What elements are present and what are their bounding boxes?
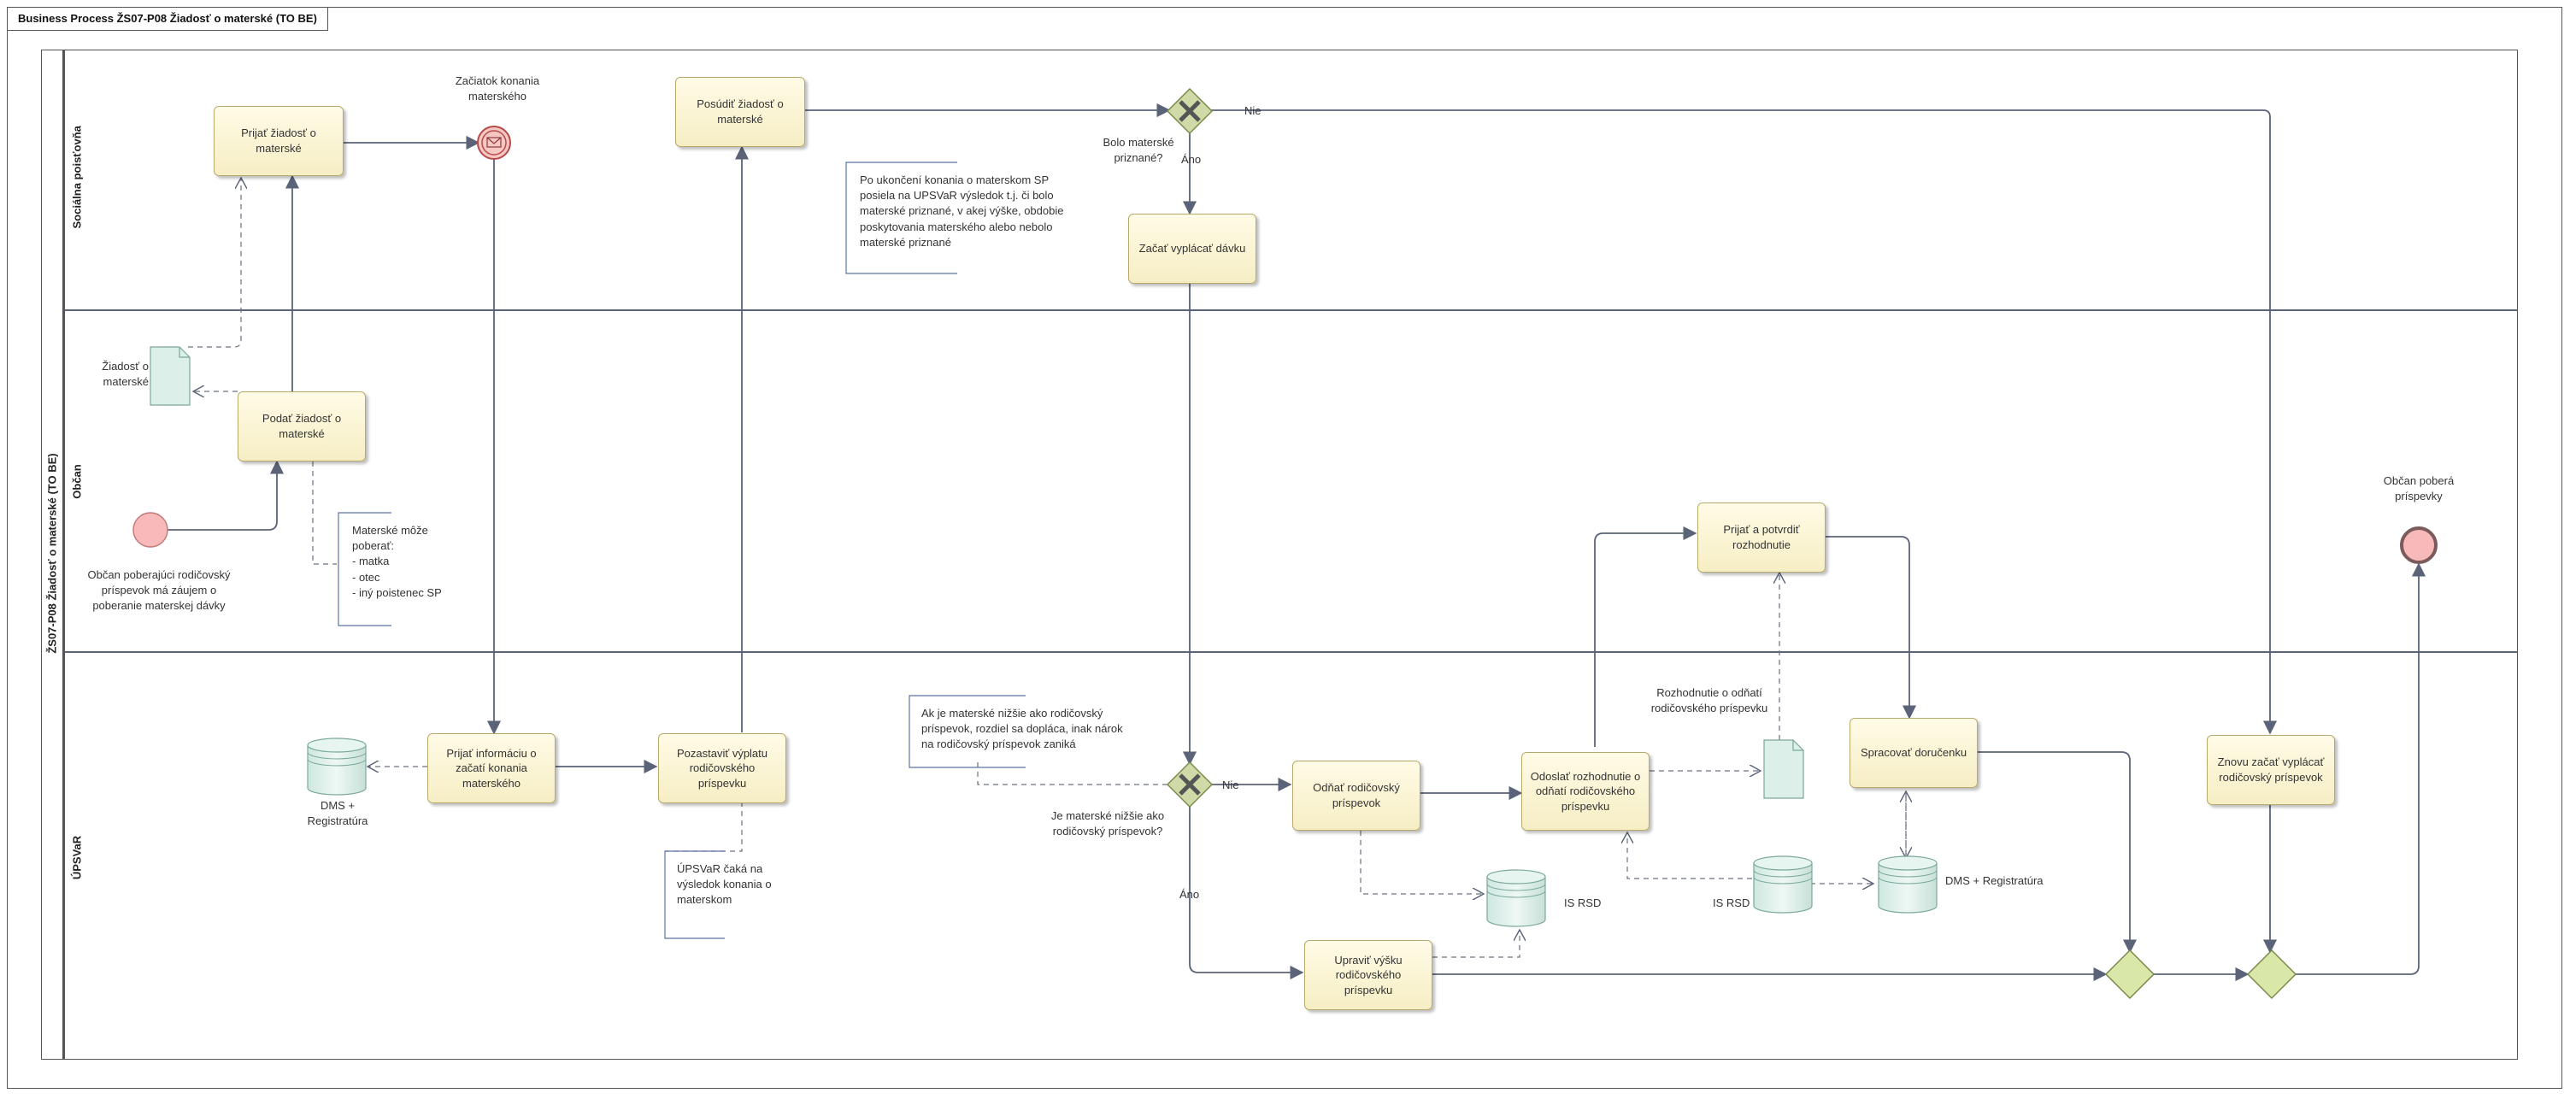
flow-merge2-to-end (2294, 562, 2426, 975)
annotation-bracket-materske-moze (338, 512, 391, 626)
datastore-dms-1 (307, 738, 367, 796)
diagram-title: Business Process ŽS07-P08 Žiadosť o mate… (8, 8, 328, 31)
label-gateway2-ano: Áno (1179, 888, 1200, 901)
annotation-bracket-po-ukonceni (845, 162, 957, 274)
label-is-rsd-2: IS RSD (1713, 896, 1750, 909)
task-upravit-vysku[interactable]: Upraviť výšku rodičovského príspevku (1304, 940, 1432, 1010)
task-odoslat-rozhodnutie[interactable]: Odoslať rozhodnutie o odňatí rodičovskéh… (1521, 752, 1650, 831)
lane-separator-2 (63, 651, 2518, 653)
task-podat-ziadost[interactable]: Podať žiadosť o materské (238, 391, 366, 461)
label-gateway1-ano: Áno (1181, 153, 1202, 166)
flow-odoslat-to-prijat-potvrdit (1594, 526, 1697, 747)
label-start-desc: Občan poberajúci rodičovský príspevok má… (87, 568, 231, 613)
task-pozastavit-vyplatu[interactable]: Pozastaviť výplatu rodičovského príspevk… (658, 733, 786, 803)
document-rozhodnutie (1763, 739, 1804, 799)
assoc-pozastavit-to-note (665, 802, 743, 852)
flow-gateway-no-to-znovu (1210, 109, 2278, 735)
datastore-isrsd-1 (1486, 869, 1546, 927)
label-dms-registratura-2: DMS + Registratúra (1945, 874, 2044, 887)
lane-label-divider (63, 50, 65, 1060)
annotation-bracket-ak-je-materske (909, 695, 1026, 768)
assoc-podat-to-note (312, 461, 337, 565)
assoc-isrsd2-to-odoslat (1627, 832, 1752, 879)
label-rozhodnutie-o-odnati: Rozhodnutie o odňatí rodičovského príspe… (1650, 686, 1768, 715)
datastore-isrsd-2 (1753, 855, 1813, 914)
lane-separator-1 (63, 309, 2518, 311)
label-ziadost-o-materske: Žiadosť o materské (102, 360, 149, 389)
assoc-odnat-to-isrsd (1360, 831, 1484, 894)
merge-gateway-1 (2104, 949, 2155, 1000)
task-prijat-ziadost[interactable]: Prijať žiadosť o materské (214, 106, 344, 176)
label-is-rsd-1: IS RSD (1564, 896, 1602, 909)
flow-start-to-podat (168, 460, 285, 531)
task-odnat-prispevok[interactable]: Odňať rodičovský príspevok (1292, 761, 1420, 831)
gateway-materske-nizsie (1166, 761, 1214, 808)
assoc-note-to-gateway2 (977, 762, 1169, 785)
annotation-upsvar-caka: ÚPSVaR čaká na výsledok konania o maters… (677, 862, 772, 907)
annotation-bracket-upsvar-caka (664, 850, 725, 939)
annotation-po-ukonceni: Po ukončení konania o materskom SP posie… (860, 173, 1064, 249)
merge-gateway-2 (2246, 949, 2297, 1000)
flow-prijat-potvrdit-to-spracovat (1826, 536, 1917, 720)
flow-spracovat-to-merge1 (1978, 751, 2138, 954)
process-pool (41, 50, 2518, 1060)
label-zaciatok-konania: Začiatok konania materského (455, 74, 540, 103)
task-spracovat-dorucenku[interactable]: Spracovať doručenku (1850, 718, 1978, 788)
end-event (2400, 526, 2438, 564)
label-gateway2-nie: Nie (1222, 779, 1239, 791)
start-event (132, 512, 168, 548)
task-posudit-ziadost[interactable]: Posúdiť žiadosť o materské (675, 77, 805, 147)
flow-gateway2-yes-to-upravit (1189, 805, 1304, 980)
document-ziadost (150, 346, 191, 406)
message-event (477, 126, 511, 160)
gateway-materske-priznane (1166, 87, 1214, 135)
task-prijat-informaciu[interactable]: Prijať informáciu o začatí konania mater… (427, 733, 556, 803)
datastore-dms-2 (1878, 855, 1938, 914)
label-gateway1-nie: Nie (1244, 104, 1262, 117)
pool-label-strip: ŽS07-P08 Žiadosť o materské (TO BE) (41, 50, 63, 1060)
assoc-upravit-to-isrsd (1432, 930, 1520, 958)
label-end-desc: Občan poberá príspevky (2383, 474, 2455, 503)
assoc-ziadost-to-prijat (188, 178, 241, 348)
task-prijat-potvrdit[interactable]: Prijať a potvrdiť rozhodnutie (1697, 502, 1826, 573)
label-dms-registratura-1: DMS + Registratúra (307, 799, 368, 828)
task-znovu-zacat[interactable]: Znovu začať vyplácať rodičovský príspevo… (2207, 735, 2335, 805)
diagram-frame: Business Process ŽS07-P08 Žiadosť o mate… (7, 7, 2562, 1089)
label-je-materske-nizsie: Je materské nižšie ako rodičovský príspe… (1050, 809, 1165, 838)
annotation-ak-je-materske: Ak je materské nižšie ako rodičovský prí… (921, 707, 1123, 751)
task-zacat-vyplacat-davku[interactable]: Začať vyplácať dávku (1128, 214, 1256, 284)
label-bolo-materske: Bolo materské priznané? (1103, 136, 1174, 165)
annotation-materske-moze: Materské môže poberať: - matka - otec - … (352, 524, 442, 599)
